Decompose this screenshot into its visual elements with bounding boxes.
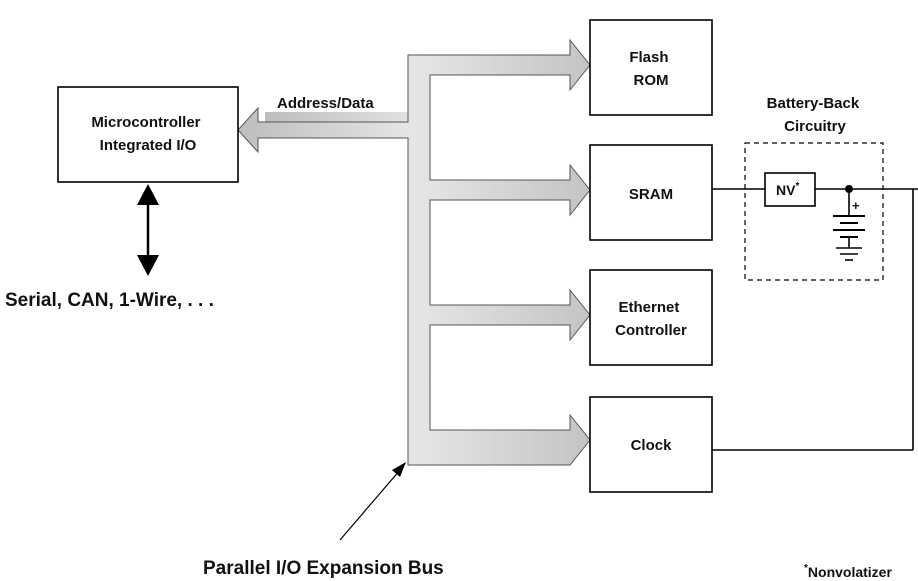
battery-back-title: Battery-Back Circuitry (767, 95, 864, 135)
ground-icon (836, 247, 862, 261)
nv-block (764, 172, 816, 207)
flash-rom-block (589, 19, 713, 116)
microcontroller-label: Microcontroller Integrated I/O (91, 114, 204, 154)
clock-block (589, 396, 713, 493)
serial-label: Serial, CAN, 1-Wire, . . . (5, 290, 214, 311)
microcontroller-block (57, 86, 239, 183)
clock-label: Clock (631, 437, 673, 454)
sram-label: SRAM (629, 186, 673, 203)
footnote: *Nonvolatizer (804, 563, 892, 580)
bus-label: Parallel I/O Expansion Bus (203, 558, 444, 579)
address-data-label: Address/Data (277, 95, 374, 112)
ethernet-controller-block (589, 269, 713, 366)
plus-label: + (852, 198, 860, 213)
battery-back-region (744, 142, 884, 281)
serial-arrow (137, 184, 159, 276)
nv-label: NV* (776, 181, 799, 198)
expansion-bus (237, 38, 591, 466)
flash-rom-label: Flash ROM (629, 49, 672, 89)
bus-pointer-arrow (339, 462, 406, 541)
ethernet-controller-label: Ethernet Controller (615, 299, 687, 339)
sram-block (589, 144, 713, 241)
battery-icon (833, 189, 865, 248)
